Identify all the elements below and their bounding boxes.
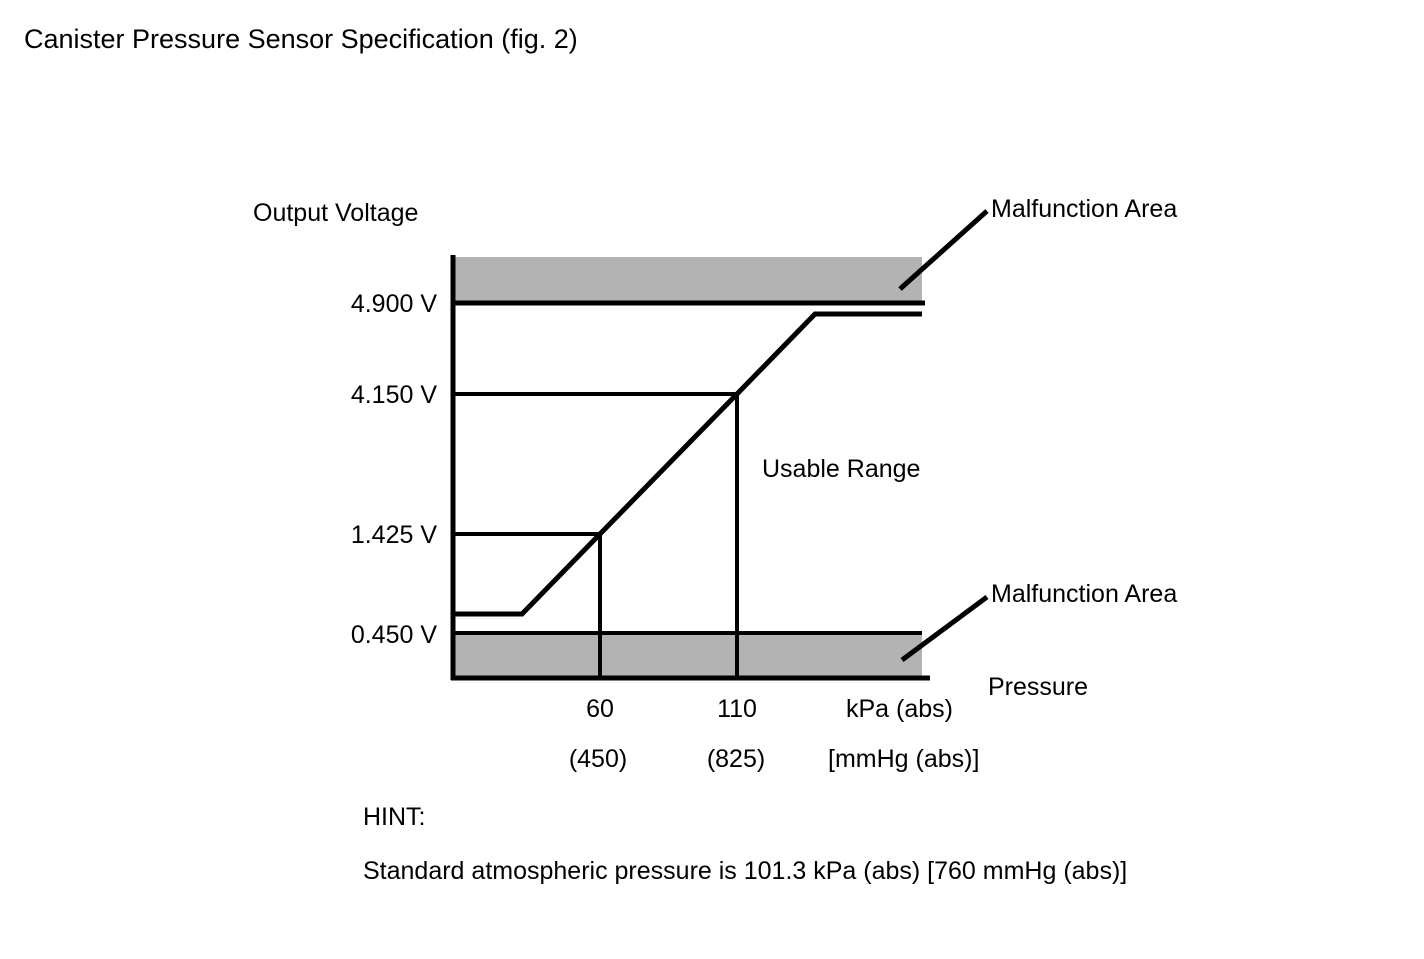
annotation-malfunction-area-bottom: Malfunction Area (991, 580, 1177, 608)
x-axis-unit-kpa: kPa (abs) (846, 695, 953, 723)
hint-heading: HINT: (363, 803, 426, 831)
malfunction-region-bottom (453, 633, 922, 678)
x-axis-title: Pressure (988, 673, 1088, 701)
y-axis-title: Output Voltage (253, 199, 418, 227)
y-tick-label-4150v: 4.150 V (351, 381, 438, 409)
annotation-malfunction-area-top: Malfunction Area (991, 195, 1177, 223)
y-tick-label-0450v: 0.450 V (351, 621, 438, 649)
x-tick-label-450-mmhg: (450) (569, 745, 627, 773)
x-tick-label-110-kpa: 110 (717, 695, 757, 723)
y-tick-label-1425v: 1.425 V (351, 521, 438, 549)
x-axis-unit-mmhg: [mmHg (abs)] (828, 745, 979, 773)
malfunction-region-top (453, 257, 922, 302)
annotation-usable-range: Usable Range (762, 455, 920, 483)
page-title: Canister Pressure Sensor Specification (… (24, 24, 578, 54)
sensor-output-curve (455, 311, 922, 617)
leader-line-malfunction-top (898, 209, 989, 291)
x-tick-label-60-kpa: 60 (586, 695, 614, 723)
hint-text: Standard atmospheric pressure is 101.3 k… (363, 857, 1127, 885)
leader-line-malfunction-bottom (900, 594, 989, 663)
y-tick-label-4900v: 4.900 V (351, 290, 438, 318)
x-tick-label-825-mmhg: (825) (707, 745, 765, 773)
